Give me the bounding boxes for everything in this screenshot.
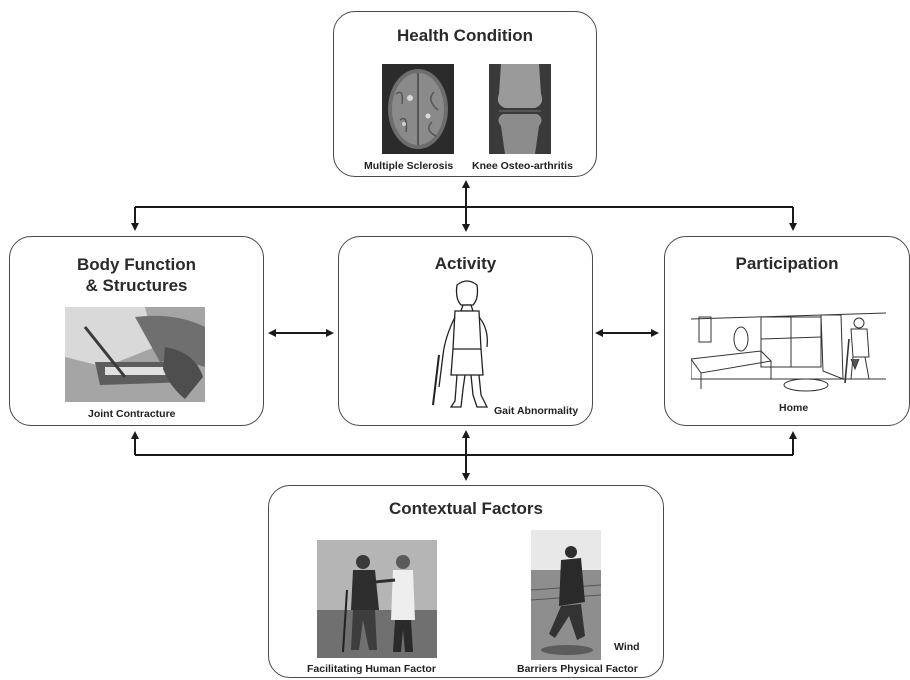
contextual-factors-box: Contextual Factors Wind [268, 485, 664, 678]
joint-contracture-caption: Joint Contracture [88, 408, 176, 420]
body-function-title-line1: Body Function [77, 255, 196, 274]
body-function-title-line2: & Structures [85, 276, 188, 295]
facilitating-human-factor-caption: Facilitating Human Factor [307, 663, 436, 675]
contextual-factors-title: Contextual Factors [389, 499, 543, 518]
body-function-box: Body Function & Structures Joint Contrac… [9, 236, 264, 426]
participation-box: Participation Home [664, 236, 910, 426]
participation-title: Participation [735, 254, 839, 273]
activity-box: Activity Gait Abnormality [338, 236, 593, 426]
barriers-physical-factor-photo [531, 530, 601, 660]
barriers-physical-factor-caption: Barriers Physical Factor [517, 663, 638, 675]
facilitating-human-factor-photo [317, 540, 437, 658]
wind-caption: Wind [614, 641, 640, 653]
health-condition-title: Health Condition [397, 26, 533, 45]
gait-abnormality-caption: Gait Abnormality [494, 405, 579, 417]
walking-figure-drawing [427, 277, 507, 417]
multiple-sclerosis-caption: Multiple Sclerosis [364, 160, 454, 172]
home-room-drawing [690, 309, 887, 401]
body-function-title: Body Function & Structures [10, 254, 263, 296]
knee-osteoarthritis-caption: Knee Osteo-arthritis [472, 160, 573, 172]
knee-xray-image [489, 64, 551, 154]
home-caption: Home [779, 402, 809, 414]
mri-brain-image [382, 64, 454, 154]
joint-contracture-photo [65, 307, 205, 402]
activity-title: Activity [434, 254, 497, 273]
health-condition-box: Health Condition Multiple Sclerosis Knee… [333, 11, 597, 177]
